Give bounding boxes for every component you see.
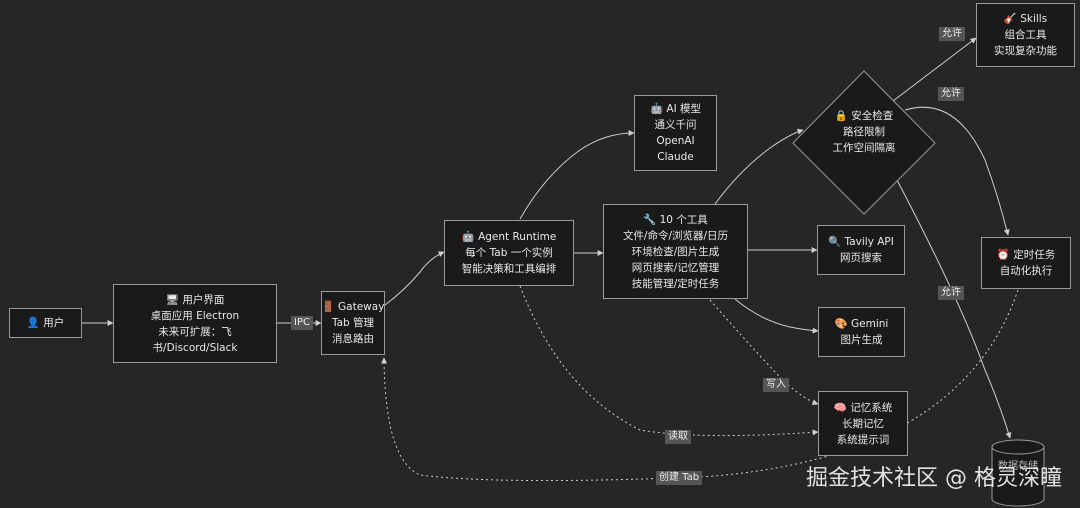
gateway-line-1: 🚪 Gateway: [321, 301, 385, 313]
ai-model-line-2: 通义千问: [654, 119, 697, 131]
edge-label-write: 写入: [763, 378, 789, 392]
ui-line-2: 桌面应用 Electron: [150, 309, 240, 322]
security-line-3: 工作空间隔离: [832, 142, 896, 154]
edge-label-allow-cron: 允许: [938, 87, 964, 101]
ai-model-node: 🤖 AI 模型 通义千问 OpenAI Claude: [634, 95, 717, 171]
tools-line-3: 环境检查/图片生成: [631, 245, 720, 258]
tools-line-1: 🔧 10 个工具: [643, 213, 708, 226]
skills-line-1: 🎸 Skills: [1003, 13, 1048, 25]
edge-gateway-agent: [384, 251, 445, 306]
edge-tools-memory: [709, 299, 819, 406]
gemini-line-1: 🎨 Gemini: [834, 318, 889, 330]
ai-model-line-1: 🤖 AI 模型: [649, 103, 702, 115]
skills-line-3: 实现复杂功能: [994, 45, 1057, 57]
edge-tools-gemini: [734, 298, 819, 334]
edge-security-cron: [904, 106, 1010, 236]
edge-label-read: 读取: [665, 430, 691, 444]
watermark: 掘金技术社区 @ 格灵深瞳: [806, 466, 1062, 491]
edge-agent-ai: [519, 130, 635, 220]
security-line-1: 🔒 安全检查: [834, 110, 894, 122]
tools-node: 🔧 10 个工具 文件/命令/浏览器/日历 环境检查/图片生成 网页搜索/记忆管…: [603, 204, 748, 299]
gateway-line-3: 消息路由: [332, 333, 374, 345]
memory-node: 🧠 记忆系统 长期记忆 系统提示词: [818, 391, 908, 456]
user-line-1: 👤 用户: [26, 317, 65, 329]
skills-line-2: 组合工具: [1004, 29, 1047, 41]
agent-line-2: 每个 Tab 一个实例: [465, 247, 553, 259]
tools-line-5: 技能管理/定时任务: [631, 277, 720, 290]
edge-cron-gateway: [381, 289, 1019, 482]
tavily-line-2: 网页搜索: [840, 252, 882, 264]
storage-cylinder: [991, 439, 1045, 507]
edge-security-skills: [892, 37, 977, 102]
edge-security-storage: [896, 179, 1012, 439]
edge-label-create-tab: 创建 Tab: [656, 471, 703, 485]
memory-line-1: 🧠 记忆系统: [833, 401, 893, 414]
ai-model-line-4: Claude: [657, 151, 694, 163]
agent-runtime-node: 🤖 Agent Runtime 每个 Tab 一个实例 智能决策和工具编排: [444, 220, 574, 286]
gateway-node: 🚪 Gateway Tab 管理 消息路由: [321, 291, 385, 355]
storage-line-1: 数据存储: [998, 461, 1038, 472]
tavily-line-1: 🔍 Tavily API: [828, 236, 894, 248]
gemini-node: 🎨 Gemini 图片生成: [818, 307, 905, 357]
security-line-2: 路径限制: [843, 126, 885, 138]
ai-model-line-3: OpenAI: [656, 135, 695, 147]
edge-agent-memory: [519, 285, 819, 437]
memory-line-3: 系统提示词: [836, 433, 890, 446]
agent-line-1: 🤖 Agent Runtime: [461, 231, 557, 243]
security-diamond: [792, 70, 936, 215]
tools-line-2: 文件/命令/浏览器/日历: [622, 229, 729, 242]
edge-label-ipc: IPC: [291, 316, 313, 330]
storage-node: 数据存储: [992, 460, 1044, 473]
memory-line-2: 长期记忆: [842, 417, 884, 430]
security-node: 🔒 安全检查 路径限制 工作空间隔离: [814, 108, 914, 156]
edge-label-allow-skills: 允许: [939, 27, 965, 41]
skills-node: 🎸 Skills 组合工具 实现复杂功能: [976, 3, 1075, 67]
gemini-line-2: 图片生成: [840, 334, 883, 346]
ui-line-3: 未来可扩展：飞: [158, 325, 232, 338]
ui-line-4: 书/Discord/Slack: [152, 341, 238, 354]
agent-line-3: 智能决策和工具编排: [461, 263, 557, 275]
tavily-node: 🔍 Tavily API 网页搜索: [817, 225, 905, 275]
gateway-line-2: Tab 管理: [331, 317, 375, 329]
cron-node: ⏰ 定时任务 自动化执行: [981, 237, 1071, 289]
edge-tools-security: [714, 128, 804, 205]
cron-line-2: 自动化执行: [999, 265, 1053, 277]
ui-node: 🖥 用户界面 桌面应用 Electron 未来可扩展：飞 书/Discord/S…: [113, 284, 277, 363]
tools-line-4: 网页搜索/记忆管理: [631, 261, 720, 274]
ui-line-1: 🖥 用户界面: [165, 293, 225, 306]
cron-line-1: ⏰ 定时任务: [996, 249, 1056, 261]
user-node: 👤 用户: [9, 308, 82, 338]
edge-label-allow-storage: 允许: [938, 286, 964, 300]
